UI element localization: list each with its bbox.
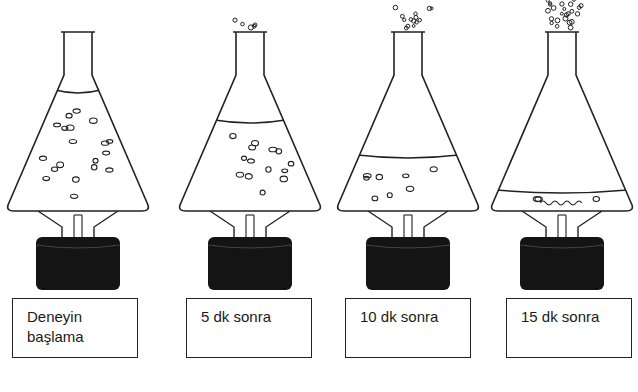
bubble (71, 194, 78, 198)
bubble (276, 149, 282, 154)
vapor-dot (570, 9, 574, 13)
time-label-box: 15 dk sonra (506, 298, 632, 358)
vapor-dot (248, 25, 253, 30)
bubble (406, 186, 413, 191)
time-label: 5 dk sonra (201, 307, 301, 327)
bubble (73, 177, 80, 182)
bubble (282, 169, 288, 173)
bubble (90, 118, 98, 123)
time-label-box: Deneyin başlama (12, 298, 138, 358)
vapor-dot (548, 2, 551, 5)
liquid-surface (496, 190, 627, 193)
vapor-dot (563, 7, 566, 10)
vapor-dot (566, 12, 570, 16)
erlenmeyer-flask (492, 32, 633, 290)
residue (540, 201, 582, 205)
bubble (69, 140, 76, 144)
bubble (260, 190, 265, 195)
liquid-surface (358, 155, 459, 158)
vapor-dot (568, 25, 573, 30)
vapor-dot (418, 18, 421, 21)
vapor-dot (555, 18, 560, 23)
bubble (54, 123, 61, 127)
vapor-dot (549, 17, 553, 21)
bubble (363, 174, 371, 178)
vapor-dot (551, 6, 556, 11)
bubble (288, 161, 294, 166)
bubble (62, 126, 68, 130)
bubble (52, 167, 58, 171)
vapor-dot (560, 12, 563, 15)
bubble (242, 156, 247, 160)
erlenmeyer-flask (180, 32, 321, 290)
erlenmeyer-flask (8, 32, 149, 290)
vapor-dot (567, 20, 572, 25)
vapor-dot (404, 26, 408, 30)
time-label: 15 dk sonra (521, 307, 621, 327)
time-label: Deneyin başlama (27, 307, 127, 348)
liquid (215, 120, 294, 195)
liquid (358, 155, 459, 201)
bubble (93, 158, 98, 163)
vapor-dot (233, 18, 237, 22)
liquid-surface (215, 120, 286, 123)
vapor-dot (409, 18, 413, 22)
vapor-dot (393, 5, 398, 10)
bubble (245, 174, 252, 179)
vapor-dot (430, 7, 433, 10)
vapor-dot (575, 12, 579, 16)
vapor-dot (555, 24, 559, 28)
bubble (403, 174, 409, 178)
flask-on-burner (492, 0, 633, 290)
vapor-dot (403, 18, 406, 21)
bubble (57, 162, 64, 168)
flask-on-burner (8, 32, 149, 290)
liquid (496, 190, 627, 202)
bubble (247, 159, 254, 163)
vapor-dot (253, 23, 257, 27)
vapor-dot (412, 25, 415, 28)
bubble (387, 193, 392, 198)
vapor-dot (241, 22, 245, 26)
bubble (106, 168, 113, 172)
bubble (280, 176, 287, 182)
bubble (535, 197, 542, 202)
vapor-dot (400, 14, 404, 18)
liquid-surface (56, 90, 101, 93)
time-label-box: 10 dk sonra (345, 298, 471, 358)
bubble (66, 113, 72, 118)
bubble (103, 151, 110, 155)
bubble (230, 133, 236, 138)
vapor-dot (568, 2, 572, 6)
vapor-dot (577, 6, 581, 10)
bubble (376, 174, 382, 179)
bubble (593, 197, 599, 202)
bubble (91, 165, 97, 170)
erlenmeyer-flask (338, 32, 479, 290)
bubble (266, 167, 271, 172)
flask-on-burner (180, 18, 321, 290)
vapor-dot (560, 2, 564, 6)
bubble (39, 156, 46, 160)
bubble (73, 109, 80, 113)
vapor-dot (573, 0, 576, 1)
liquid (39, 90, 113, 198)
bubble (106, 140, 112, 144)
flask-on-burner (338, 5, 479, 290)
bubble (249, 145, 256, 150)
time-label-box: 5 dk sonra (186, 298, 312, 358)
bubble (236, 172, 243, 177)
time-label: 10 dk sonra (360, 307, 460, 327)
bubble (372, 196, 378, 201)
vapor-dot (550, 21, 553, 24)
bubble (43, 177, 50, 181)
vapor-dot (546, 8, 551, 13)
vapor-dot (414, 12, 417, 15)
bubble (430, 167, 437, 172)
